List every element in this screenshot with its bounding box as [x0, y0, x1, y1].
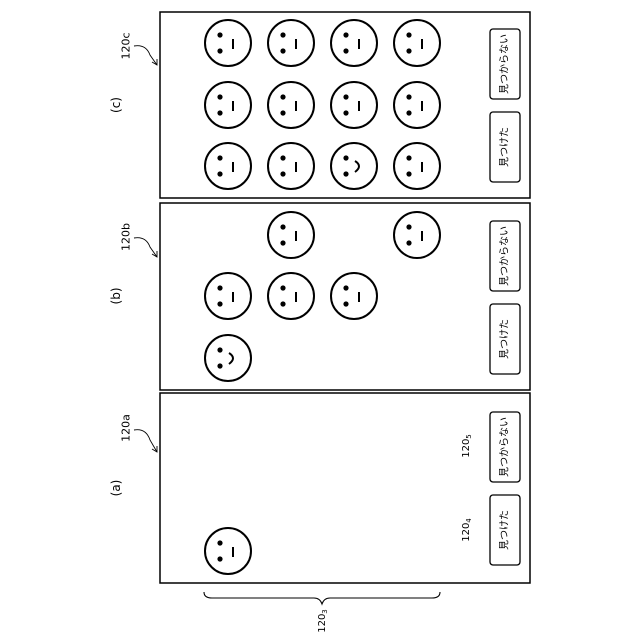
face-neutral-icon [394, 20, 440, 66]
found-button-label: 見つけた [499, 127, 511, 167]
face-neutral-icon [268, 143, 314, 189]
panel-b-label: (b) [109, 288, 123, 305]
found-button-label: 見つけた [499, 319, 511, 359]
panel-b-leader-line [134, 238, 157, 257]
svg-text:1203: 1203 [317, 609, 330, 633]
found-button-label: 見つけた [499, 510, 511, 550]
face-neutral-icon [205, 528, 251, 574]
face-neutral-icon [205, 273, 251, 319]
panel-a-label: (a) [109, 480, 123, 497]
panel-a-leader-line [134, 430, 157, 452]
face-neutral-icon [268, 20, 314, 66]
face-neutral-icon [394, 82, 440, 128]
face-neutral-icon [205, 143, 251, 189]
face-smile-icon [205, 335, 251, 381]
face-neutral-icon [268, 212, 314, 258]
panel-c: (c) 120c 見つけた 見つからない [109, 12, 530, 198]
face-neutral-icon [394, 143, 440, 189]
face-neutral-icon [331, 20, 377, 66]
face-neutral-icon [205, 82, 251, 128]
panel-c-label: (c) [109, 97, 123, 113]
face-neutral-icon [331, 82, 377, 128]
panel-c-leader-line [134, 46, 157, 65]
face-neutral-icon [331, 273, 377, 319]
brace-ref: 1203 [317, 609, 330, 633]
not-found-button-label: 見つからない [499, 34, 511, 94]
not-found-button-label: 見つからない [499, 226, 511, 286]
face-neutral-icon [205, 20, 251, 66]
face-smile-icon [331, 143, 377, 189]
face-neutral-icon [268, 273, 314, 319]
panel-a: (a) 120a 見つけた 見つからない 1204 1205 [109, 393, 530, 583]
face-neutral-icon [394, 212, 440, 258]
panel-c-ref: 120c [120, 32, 133, 59]
not-found-button-label: 見つからない [499, 417, 511, 477]
width-brace [204, 592, 440, 604]
panel-a-ref: 120a [120, 414, 133, 442]
face-neutral-icon [268, 82, 314, 128]
panel-b: (b) 120b 見つけた 見つからない [109, 203, 530, 390]
panel-b-ref: 120b [120, 223, 133, 251]
